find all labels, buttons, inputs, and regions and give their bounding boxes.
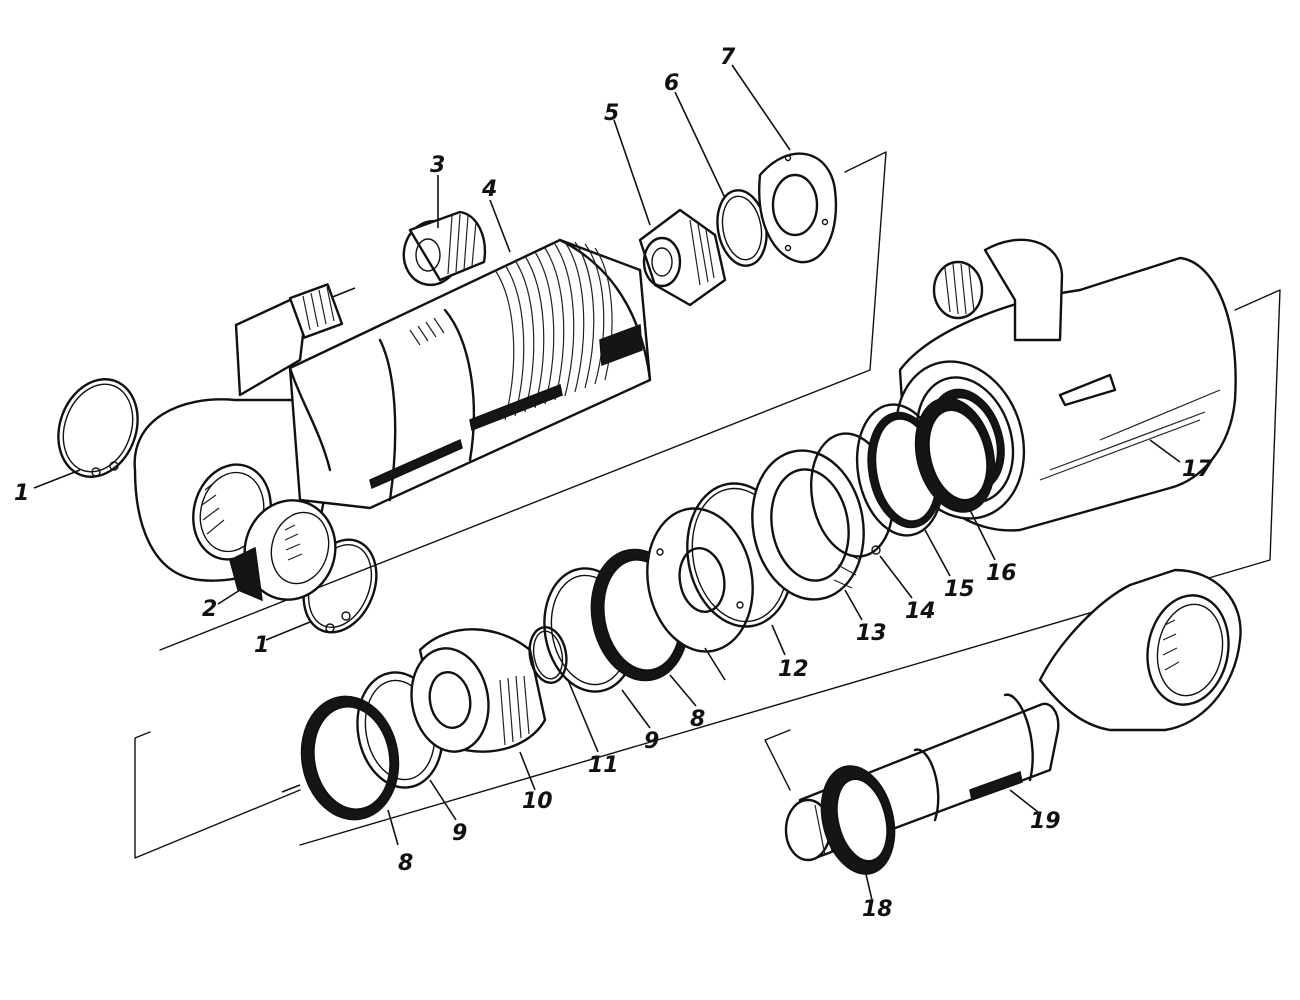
assembly-frame-lines xyxy=(134,151,1281,859)
callout-1-lower: 1 xyxy=(254,633,269,658)
callout-1-upper: 1 xyxy=(14,481,29,506)
retaining-ring-upper xyxy=(57,378,139,478)
callout-3: 3 xyxy=(430,153,445,178)
callout-16: 16 xyxy=(986,561,1017,586)
callout-8-upper: 8 xyxy=(690,707,705,732)
callout-4: 4 xyxy=(481,177,497,202)
callout-15: 15 xyxy=(944,577,975,602)
callout-7: 7 xyxy=(720,45,736,70)
piston-10 xyxy=(410,628,547,753)
bushing-13 xyxy=(751,449,865,601)
fitting-nut xyxy=(402,210,487,287)
callout-11: 11 xyxy=(588,753,619,778)
cylinder-tube-assembly xyxy=(133,238,652,602)
callout-2: 2 xyxy=(202,597,217,622)
callout-14: 14 xyxy=(905,599,936,624)
callout-13: 13 xyxy=(856,621,887,646)
callout-10: 10 xyxy=(522,789,553,814)
callout-17: 17 xyxy=(1182,457,1213,482)
callout-9-upper: 9 xyxy=(644,729,659,754)
callout-19: 19 xyxy=(1030,809,1061,834)
callout-5: 5 xyxy=(604,101,619,126)
callout-6: 6 xyxy=(664,71,679,96)
callout-18: 18 xyxy=(862,897,893,922)
rod-nut-18 xyxy=(820,765,896,875)
callout-12: 12 xyxy=(778,657,809,682)
end-flange xyxy=(758,152,838,264)
callout-9-lower: 9 xyxy=(452,821,467,846)
callout-8-lower: 8 xyxy=(398,851,413,876)
callout-labels: 1 1 2 3 4 5 6 7 8 8 9 9 10 11 12 13 14 1… xyxy=(14,45,1213,922)
callout-leaders xyxy=(33,64,1181,901)
seal-ring-16 xyxy=(914,397,996,513)
gland-bushing xyxy=(638,208,727,307)
seal-ring-8-lower xyxy=(300,695,400,821)
